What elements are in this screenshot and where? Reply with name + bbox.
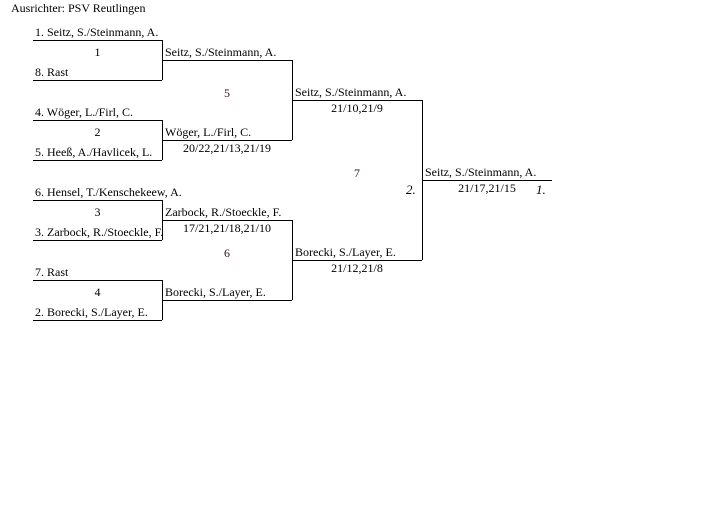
- bracket-line: [33, 320, 162, 321]
- match-number: 2: [94, 125, 101, 139]
- bracket-line: [422, 180, 552, 181]
- champion-entry: Seitz, S./Steinmann, A.: [425, 165, 537, 179]
- winner-entry: Zarbock, R./Stoeckle, F.: [165, 205, 282, 219]
- player-entry: 5. Heeß, A./Havlicek, L.: [35, 145, 153, 159]
- match-number: 4: [94, 285, 101, 299]
- second-place-label: 2.: [406, 182, 416, 197]
- bracket-line: [33, 240, 162, 241]
- bracket-line: [162, 60, 292, 61]
- match-number: 3: [94, 205, 101, 219]
- player-entry: 8. Rast: [35, 65, 69, 79]
- organizer-label: Ausrichter: PSV Reutlingen: [11, 1, 146, 15]
- match-score: 21/10,21/9: [331, 101, 383, 115]
- winner-entry: Seitz, S./Steinmann, A.: [295, 85, 407, 99]
- winner-entry: Seitz, S./Steinmann, A.: [165, 45, 277, 59]
- match-score: 20/22,21/13,21/19: [182, 141, 271, 155]
- player-entry: 6. Hensel, T./Kenschekeew, A.: [35, 185, 182, 199]
- bracket-line: [162, 300, 292, 301]
- bracket-line: [292, 100, 422, 101]
- bracket-line: [33, 280, 162, 281]
- player-entry: 3. Zarbock, R./Stoeckle, F.: [35, 225, 164, 239]
- match-number: 6: [224, 246, 230, 260]
- player-entry: 2. Borecki, S./Layer, E.: [35, 305, 148, 319]
- player-entry: 7. Rast: [35, 265, 69, 279]
- player-entry: 1. Seitz, S./Steinmann, A.: [35, 25, 159, 39]
- winner-entry: Wöger, L./Firl, C.: [165, 125, 252, 139]
- winner-entry: Borecki, S./Layer, E.: [295, 245, 396, 259]
- match-score: 17/21,21/18,21/10: [182, 221, 271, 235]
- bracket-line: [33, 200, 162, 201]
- bracket-line: [33, 160, 162, 161]
- bracket-line: [33, 120, 162, 121]
- bracket-line: [33, 80, 162, 81]
- match-number: 5: [224, 86, 230, 100]
- bracket-line: [162, 140, 292, 141]
- match-score: 21/12,21/8: [331, 261, 383, 275]
- player-entry: 4. Wöger, L./Firl, C.: [35, 105, 133, 119]
- match-number: 1: [94, 45, 101, 59]
- final-score: 21/17,21/15: [458, 181, 516, 195]
- match-number: 7: [354, 166, 360, 180]
- first-place-label: 1.: [536, 182, 546, 197]
- winner-entry: Borecki, S./Layer, E.: [165, 285, 266, 299]
- bracket-line: [162, 220, 292, 221]
- bracket-line: [33, 40, 162, 41]
- bracket-line: [292, 260, 422, 261]
